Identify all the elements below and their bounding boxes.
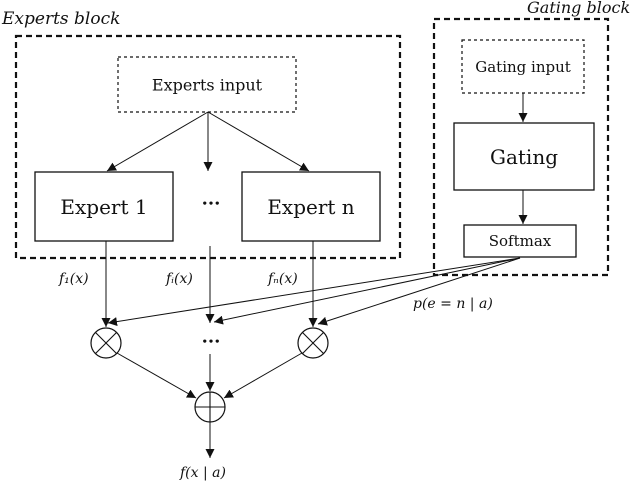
expert-ellipsis-label: ... (201, 188, 221, 210)
arrow-multiplier-last-to-sum (223, 352, 303, 399)
gating-block-title: Gating block (527, 0, 631, 17)
sum-node (194, 391, 226, 423)
arrow-multiplier-first-to-sum (116, 352, 197, 399)
multiplier-last (297, 327, 329, 359)
gating-box (453, 122, 595, 191)
gating-block-border (432, 17, 610, 277)
softmax-label: Softmax (488, 232, 552, 250)
multiplier-ellipsis-label: ... (201, 326, 221, 348)
experts-input-label: Experts input (151, 75, 263, 95)
softmax-box (463, 224, 577, 258)
experts-block-border (14, 34, 402, 260)
gating-input-label: Gating input (475, 58, 571, 76)
expert-first-label: Expert 1 (60, 195, 148, 219)
gating-label: Gating (489, 145, 559, 169)
experts-input-box (117, 56, 297, 113)
expert-last-label: Expert n (267, 195, 355, 219)
signal-fn-label: fₙ(x) (268, 271, 298, 287)
expert-first-box (34, 171, 174, 242)
multiplier-first (90, 327, 122, 359)
arrow-softmax-to-multiplier-first (107, 257, 521, 327)
gate-probability-label: p(e = n | a) (413, 296, 493, 312)
arrow-input-to-expert-last (207, 111, 310, 172)
arrow-softmax-to-middle (213, 257, 521, 325)
signal-f1-label: f₁(x) (59, 271, 89, 287)
expert-last-box (241, 171, 381, 242)
arrow-softmax-to-multiplier-last (317, 257, 521, 326)
experts-block-title: Experts block (2, 9, 121, 29)
output-label: f(x | a) (180, 465, 226, 481)
signal-fi-label: fᵢ(x) (166, 271, 193, 287)
arrow-input-to-expert-first (106, 111, 209, 172)
